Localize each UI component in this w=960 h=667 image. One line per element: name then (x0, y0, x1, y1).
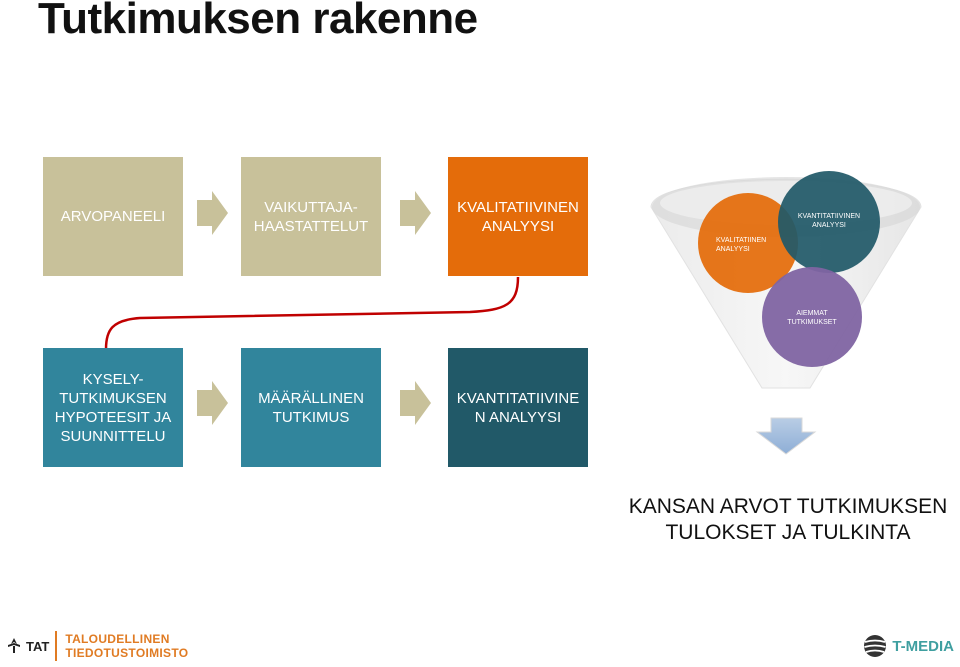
circle-quantitative-label: KVANTITATIIVINEN ANALYYSI (797, 213, 861, 229)
box-kvalitatiivinen-analyysi: KVALITATIIVINEN ANALYYSI (448, 157, 588, 276)
tmedia-globe-icon (864, 635, 887, 657)
tat-separator (55, 631, 58, 661)
tmedia-logo: T-MEDIA (862, 630, 954, 662)
circle-previous-studies (762, 267, 862, 367)
tat-emblem-icon (8, 638, 20, 653)
circle-qualitative-label: KVALITATIINEN ANALYYSI (716, 237, 767, 253)
arrow-right-icon (400, 381, 431, 425)
box-kvantitatiivinen-analyysi: KVANTITATIIVINE N ANALYYSI (448, 348, 588, 467)
box-vaikuttajahaastattelut: VAIKUTTAJA- HAASTATTELUT (241, 157, 381, 276)
connector-line (104, 276, 520, 350)
tat-mark: TAT (26, 638, 50, 654)
circle-previous-studies-label: AIEMMAT TUTKIMUKSET (787, 310, 837, 326)
circle-qualitative (698, 193, 798, 293)
tat-name: TALOUDELLINEN TIEDOTUSTOIMISTO (65, 632, 189, 660)
tat-logo: TAT TALOUDELLINEN TIEDOTUSTOIMISTO (4, 628, 188, 664)
arrow-right-icon (197, 191, 228, 235)
arrow-right-icon (400, 191, 431, 235)
box-arvopaneeli: ARVOPANEELI (43, 157, 183, 276)
arrow-down-icon (755, 417, 817, 455)
arrow-right-icon (197, 381, 228, 425)
page-title: Tutkimuksen rakenne (38, 0, 478, 43)
box-kyselytutkimus: KYSELY- TUTKIMUKSEN HYPOTEESIT JA SUUNNI… (43, 348, 183, 467)
circle-quantitative (778, 171, 880, 273)
tmedia-name: T-MEDIA (892, 637, 954, 655)
box-maarallinen-tutkimus: MÄÄRÄLLINEN TUTKIMUS (241, 348, 381, 467)
result-text: KANSAN ARVOT TUTKIMUKSEN TULOKSET JA TUL… (628, 495, 948, 544)
